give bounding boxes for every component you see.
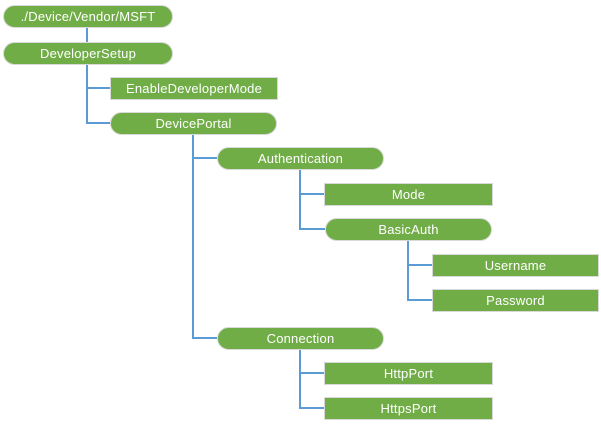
connector-to-username — [407, 264, 432, 266]
node-http-port: HttpPort — [324, 362, 493, 385]
node-authentication: Authentication — [217, 147, 384, 170]
connector-to-mode — [299, 193, 324, 195]
connector-to-httpsport — [299, 407, 324, 409]
connector-to-connection — [192, 337, 217, 339]
connector-connection-trunk — [299, 350, 301, 409]
connector-basicauth-trunk — [407, 241, 409, 301]
connector-deviceportal-trunk — [192, 135, 194, 339]
node-enable-developer-mode: EnableDeveloperMode — [110, 77, 278, 100]
node-mode: Mode — [324, 183, 493, 206]
connector-to-httpport — [299, 372, 324, 374]
node-https-port: HttpsPort — [324, 397, 493, 420]
connector-root-to-developersetup — [86, 28, 88, 42]
node-root: ./Device/Vendor/MSFT — [3, 5, 173, 28]
node-password: Password — [432, 289, 599, 312]
connector-to-basicauth — [299, 228, 325, 230]
node-basic-auth: BasicAuth — [325, 218, 492, 241]
connector-developersetup-trunk — [86, 65, 88, 124]
node-connection: Connection — [217, 327, 384, 350]
connector-to-password — [407, 299, 432, 301]
connector-to-enabledevelopermode — [86, 87, 110, 89]
connector-to-authentication — [192, 157, 217, 159]
node-username: Username — [432, 254, 599, 277]
node-device-portal: DevicePortal — [110, 112, 277, 135]
connector-to-deviceportal — [86, 122, 110, 124]
node-developer-setup: DeveloperSetup — [3, 42, 173, 65]
connector-authentication-trunk — [299, 170, 301, 230]
